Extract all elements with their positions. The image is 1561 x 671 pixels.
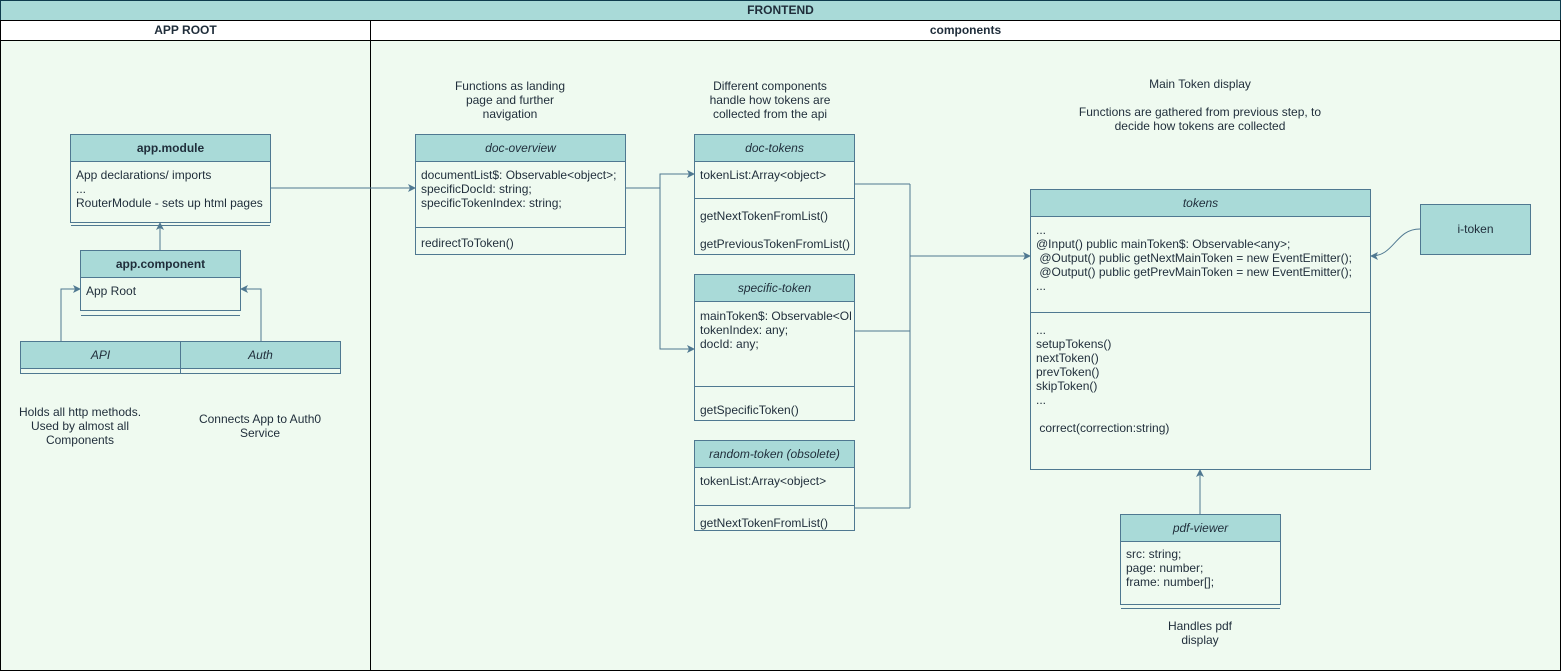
class-api: API — [20, 341, 181, 374]
class-tokens-attrs: ... @Input() public mainToken$: Observab… — [1031, 217, 1370, 313]
class-random-token: random-token (obsolete) tokenList:Array<… — [694, 440, 855, 531]
class-pdf-viewer: pdf-viewer src: string; page: number; fr… — [1120, 514, 1281, 609]
class-api-title: API — [21, 342, 180, 369]
edge-overview-to-doc-tokens — [625, 170, 695, 189]
class-doc-overview-title: doc-overview — [416, 135, 625, 162]
edge-itoken-to-tokens — [1370, 228, 1421, 260]
class-tokens-methods: ... setupTokens() nextToken() prevToken(… — [1036, 323, 1170, 435]
class-app-component-title: app.component — [81, 251, 240, 278]
class-auth-title: Auth — [181, 342, 340, 369]
class-doc-overview: doc-overview documentList$: Observable<o… — [415, 134, 626, 255]
class-app-module-methods — [71, 226, 270, 232]
note-landing: Functions as landing page and further na… — [454, 79, 566, 121]
class-doc-tokens-title: doc-tokens — [695, 135, 854, 162]
class-app-module-attrs: App declarations/ imports ... RouterModu… — [71, 162, 270, 226]
class-specific-token-attrs: mainToken$: Observable<Ol tokenIndex: an… — [695, 302, 854, 387]
note-components: Different components handle how tokens a… — [709, 79, 831, 121]
class-pdf-viewer-attrs: src: string; page: number; frame: number… — [1121, 542, 1280, 609]
class-specific-token: specific-token mainToken$: Observable<Ol… — [694, 274, 855, 421]
class-random-token-title: random-token (obsolete) — [695, 441, 854, 468]
lane-header-components: components — [370, 20, 1561, 41]
note-main-display: Main Token display Functions are gathere… — [1078, 77, 1322, 133]
class-app-component-attrs: App Root — [81, 278, 240, 316]
lane-header-app-root: APP ROOT — [0, 20, 371, 41]
note-api: Holds all http methods. Used by almost a… — [18, 405, 142, 447]
class-api-attrs — [21, 369, 180, 372]
class-app-component-methods — [81, 316, 240, 321]
class-tokens: tokens ... @Input() public mainToken$: O… — [1030, 189, 1371, 470]
class-random-token-methods: getNextTokenFromList() — [700, 516, 829, 530]
class-specific-token-title: specific-token — [695, 275, 854, 302]
edge-api-to-component — [60, 285, 81, 341]
class-auth: Auth — [180, 341, 341, 374]
class-specific-token-methods: getSpecificToken() — [700, 403, 799, 417]
class-doc-tokens-methods: getNextTokenFromList() getPreviousTokenF… — [700, 209, 851, 251]
class-pdf-viewer-title: pdf-viewer — [1121, 515, 1280, 542]
note-auth: Connects App to Auth0 Service — [198, 412, 322, 440]
class-app-component: app.component App Root — [80, 250, 241, 316]
class-doc-tokens-attrs: tokenList:Array<object> — [695, 162, 854, 199]
edge-overview-to-specific — [659, 188, 695, 353]
class-app-module-title: app.module — [71, 135, 270, 162]
class-random-token-attrs: tokenList:Array<object> — [695, 468, 854, 506]
class-app-module: app.module App declarations/ imports ...… — [70, 134, 271, 226]
class-pdf-viewer-methods — [1121, 609, 1280, 614]
edge-auth-to-component — [240, 285, 262, 341]
class-tokens-title: tokens — [1031, 190, 1370, 217]
class-auth-attrs — [181, 369, 340, 372]
box-i-token: i-token — [1420, 204, 1531, 255]
note-pdf: Handles pdf display — [1167, 619, 1233, 647]
class-doc-overview-attrs: documentList$: Observable<object>; speci… — [416, 162, 625, 228]
class-doc-tokens: doc-tokens tokenList:Array<object> getNe… — [694, 134, 855, 255]
class-doc-overview-methods: redirectToToken() — [421, 236, 514, 250]
